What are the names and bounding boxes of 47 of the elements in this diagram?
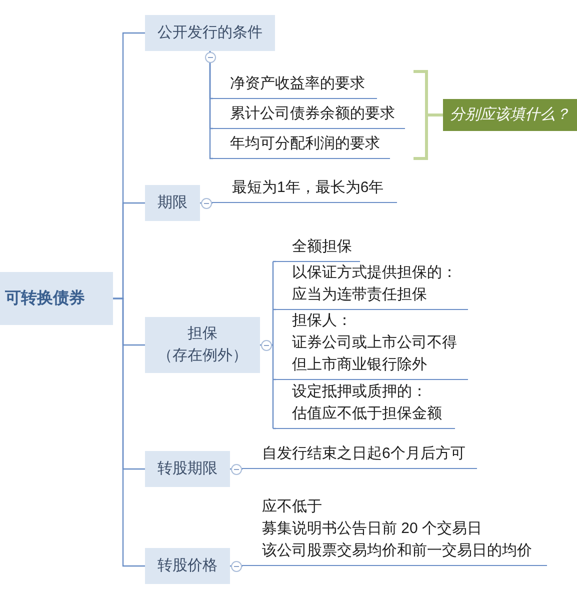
underlined-topic bbox=[213, 104, 405, 129]
topic-box bbox=[145, 548, 230, 584]
underlined-topic bbox=[212, 178, 397, 203]
connector-line bbox=[273, 308, 276, 310]
topic-box bbox=[145, 451, 230, 487]
subtopic-text: 以保证方式提供担保的： bbox=[292, 263, 458, 283]
topic-label: 转股价格 bbox=[158, 556, 218, 576]
topic-label: 公开发行的条件 bbox=[158, 23, 262, 43]
connector-line bbox=[273, 378, 276, 380]
root-topic-box bbox=[0, 272, 113, 325]
subtopic-text: 应不低于 bbox=[262, 497, 323, 517]
subtopic-text: 担保人： bbox=[292, 311, 353, 331]
subtopic-text: 最短为1年，最长为6年 bbox=[232, 178, 385, 198]
subtopic-text: 净资产收益率的要求 bbox=[230, 74, 366, 94]
subtopic-text: 应当为连带责任担保 bbox=[292, 285, 428, 305]
underlined-topic bbox=[213, 134, 390, 159]
topic-label: （存在例外） bbox=[158, 346, 248, 366]
subtopic-text: 该公司股票交易均价和前一交易日的均价 bbox=[262, 541, 533, 561]
connector-line bbox=[273, 260, 276, 262]
underlined-topic bbox=[276, 237, 360, 262]
subtopic-text: 累计公司债券余额的要求 bbox=[230, 104, 396, 124]
subtopic-text: 募集说明书公告日前 20 个交易日 bbox=[262, 519, 484, 539]
root-topic-label: 可转换债券 bbox=[5, 288, 86, 308]
underlined-topic bbox=[276, 263, 468, 310]
summary-bracket bbox=[412, 70, 428, 160]
connector-line bbox=[428, 114, 444, 116]
underlined-topic bbox=[213, 74, 377, 99]
subtopic-text: 设定抵押或质押的： bbox=[292, 382, 428, 402]
subtopic-text: 证券公司或上市公司不得但上市商业银行除外 bbox=[292, 333, 458, 375]
connector-line bbox=[273, 428, 276, 430]
callout-text: 分别应该填什么？ bbox=[450, 105, 570, 125]
underlined-topic bbox=[276, 382, 455, 429]
topic-box bbox=[145, 317, 260, 373]
topic-box bbox=[145, 15, 275, 51]
underlined-topic bbox=[242, 497, 547, 566]
topic-label: 期限 bbox=[158, 193, 188, 213]
subtopic-text: 年均可分配利润的要求 bbox=[230, 134, 381, 154]
subtopic-text: 估值应不低于担保金额 bbox=[292, 404, 443, 424]
topic-label: 担保 bbox=[188, 324, 218, 344]
underlined-topic bbox=[242, 444, 477, 469]
connector-line bbox=[113, 298, 145, 567]
callout-box bbox=[443, 99, 577, 131]
topic-box bbox=[145, 185, 200, 221]
subtopic-text: 全额担保 bbox=[292, 237, 353, 257]
topic-label: 转股期限 bbox=[158, 459, 218, 479]
subtopic-text: 自发行结束之日起6个月后方可 bbox=[262, 444, 466, 464]
underlined-topic bbox=[276, 311, 468, 380]
